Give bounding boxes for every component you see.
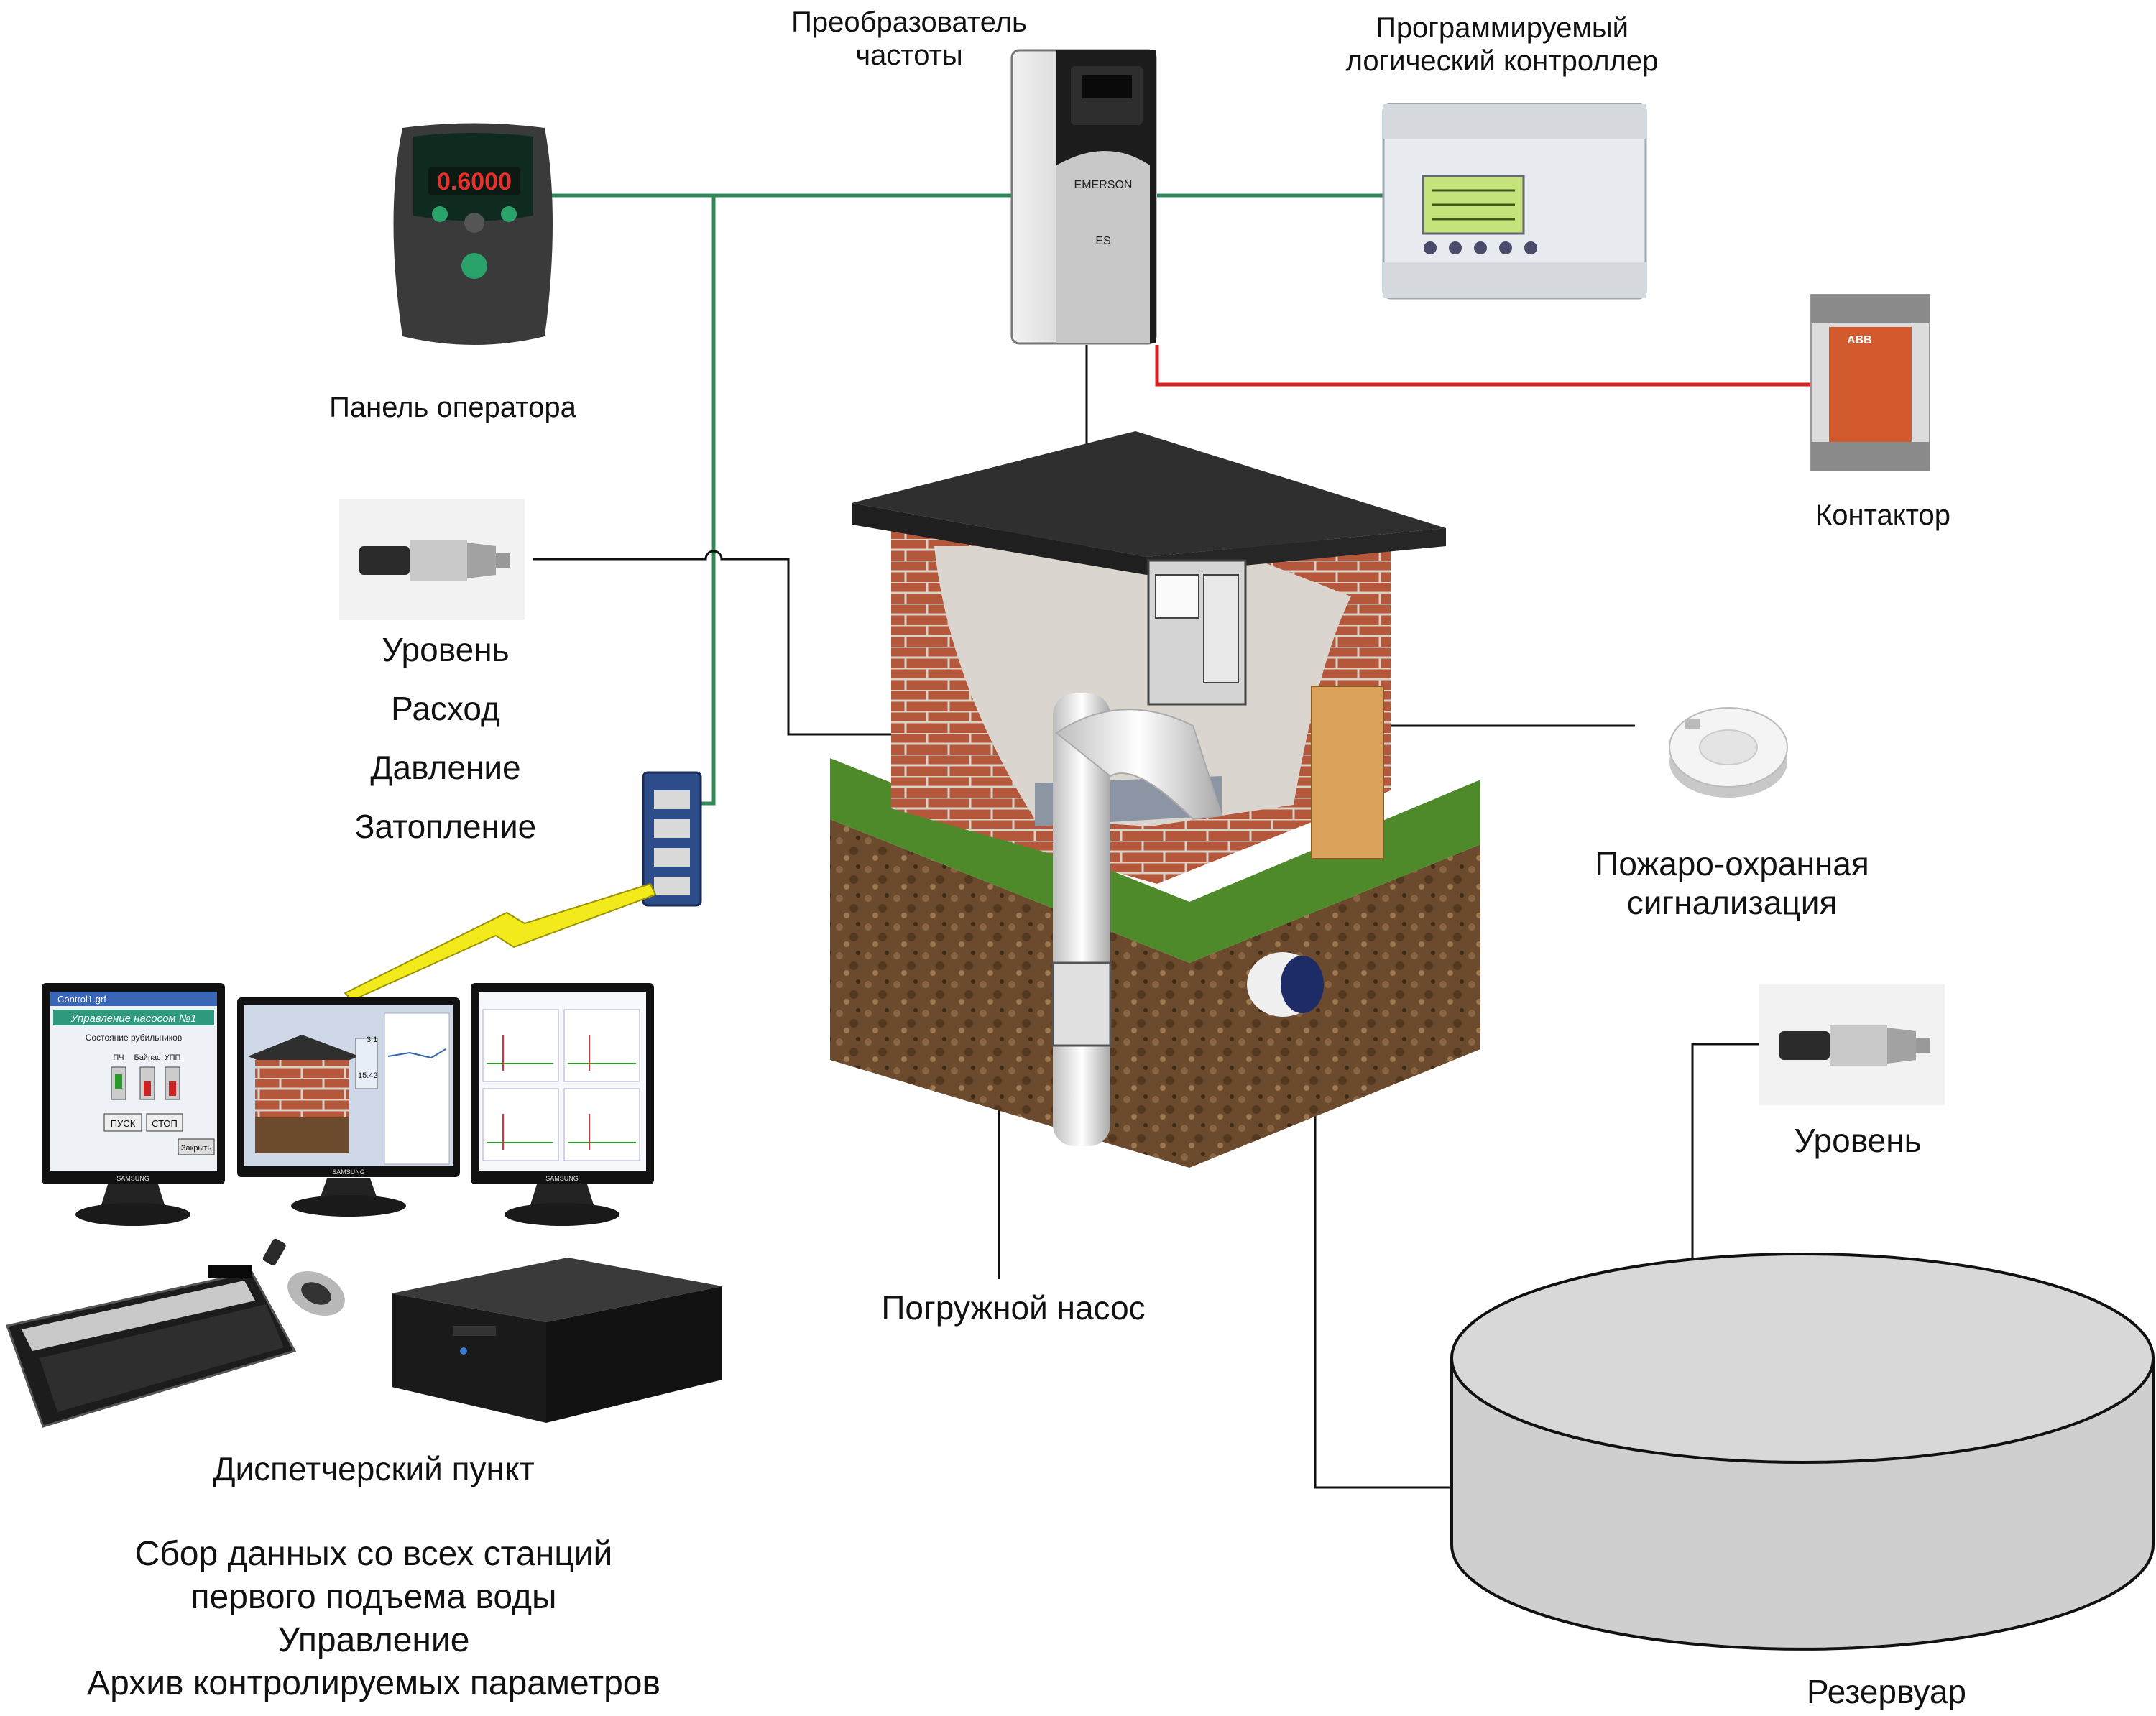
wireless-bolt-icon [344, 882, 657, 1002]
dispatch-desc-line-1: Сбор данных со всех станций [134, 1535, 613, 1573]
black-link-sensor-house [533, 550, 1051, 736]
operator-panel: 0.6000 [393, 123, 553, 345]
pressure-sensor-left [339, 499, 525, 620]
tank-label: Резервуар [1806, 1673, 1967, 1710]
network-switch [642, 771, 702, 907]
contactor: ABB [1810, 294, 1930, 471]
pump-station-house [830, 431, 1480, 1168]
dispatch-description: Сбор данных со всех станций первого подъ… [43, 1533, 704, 1705]
sensor-label-pressure: Давление [370, 749, 521, 786]
plc-label-line-2: логический контроллер [1345, 45, 1659, 77]
reservoir-tank [1450, 1253, 2155, 1651]
vfd-label-line-1: Преобразователь [791, 6, 1027, 38]
monitor-brand-right: SAMSUNG [545, 1175, 579, 1182]
monitor-right: SAMSUNG [471, 983, 654, 1226]
operator-panel-label: Панель оператора [329, 392, 576, 423]
dispatch-desc-line-3: Управление [277, 1621, 470, 1659]
start-button-label: ПУСК [111, 1118, 136, 1129]
dispatch-desc-line-4: Архив контролируемых параметров [87, 1664, 660, 1702]
system-unit [392, 1258, 722, 1423]
contactor-brand: ABB [1847, 334, 1872, 346]
keyboard [6, 1265, 297, 1428]
window-title: Control1.grf [57, 994, 106, 1005]
fire-alarm-label: Пожаро-охранная сигнализация [1545, 844, 1919, 922]
vfd-model: ES [1095, 235, 1110, 247]
fire-alarm-label-line-1: Пожаро-охранная [1595, 845, 1869, 882]
sensor-label-level: Уровень [382, 631, 510, 668]
monitor-left: Control1.grf Управление насосом №1 Состо… [42, 983, 225, 1226]
vfd-label-line-2: частоты [855, 40, 963, 71]
switch-label-soft: УПП [165, 1053, 181, 1062]
plc-label: Программируемый логический контроллер [1301, 11, 1703, 78]
reading-2: 15.42 [358, 1071, 378, 1080]
panel-display: 0.6000 [437, 168, 512, 195]
frequency-converter: EMERSON ES [1010, 49, 1157, 345]
plc [1382, 103, 1647, 300]
pump-control-title: Управление насосом №1 [70, 1012, 197, 1025]
sensor-label-flooding: Затопление [354, 808, 537, 845]
dispatch-monitors: Control1.grf Управление насосом №1 Состо… [42, 983, 654, 1226]
breaker-state-title: Состояние рубильников [86, 1033, 182, 1043]
fire-alarm-label-line-2: сигнализация [1626, 884, 1838, 921]
vfd-label: Преобразователь частоты [755, 6, 1064, 72]
reading-1: 3.1 [367, 1035, 377, 1044]
sensor-label-flow: Расход [391, 690, 500, 727]
dispatch-title: Диспетчерский пункт [213, 1450, 535, 1487]
switch-label-bypass: Байпас [134, 1053, 161, 1062]
plc-label-line-1: Программируемый [1376, 12, 1628, 44]
switch-label-vfd: ПЧ [113, 1053, 124, 1062]
monitor-brand-center: SAMSUNG [332, 1168, 365, 1176]
black-link-outlet-tank [1314, 1019, 1452, 1489]
monitor-center: 3.1 15.42 SAMSUNG [237, 997, 460, 1217]
black-link-tank-sensor [1691, 1043, 1759, 1321]
monitor-brand-left: SAMSUNG [116, 1175, 149, 1182]
dispatch-desc-line-2: первого подъема воды [190, 1578, 557, 1616]
red-link-vfd-contactor [1155, 345, 1815, 387]
mouse [262, 1238, 345, 1316]
stop-button-label: СТОП [152, 1118, 178, 1129]
vfd-brand: EMERSON [1074, 179, 1133, 191]
pressure-sensor-tank [1759, 984, 1945, 1105]
contactor-label: Контактор [1815, 499, 1951, 531]
smoke-detector [1669, 707, 1788, 798]
pump-label: Погружной насос [881, 1289, 1146, 1327]
tank-level-label: Уровень [1794, 1122, 1922, 1159]
close-button-label: Закрыть [181, 1144, 212, 1153]
green-link-to-switch [701, 195, 716, 806]
